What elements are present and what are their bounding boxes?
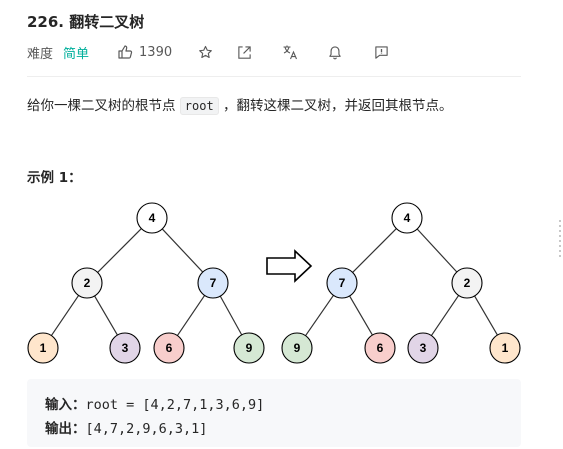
scrollbar-grip[interactable] <box>559 220 561 260</box>
translate-button[interactable] <box>282 44 298 60</box>
difficulty-label: 难度 <box>27 46 54 62</box>
problem-description: 给你一棵二叉树的根节点 root ，翻转这棵二叉树，并返回其根节点。 <box>27 94 453 115</box>
left-tree-edge <box>176 295 206 336</box>
right-tree-node-label: 3 <box>420 341 427 355</box>
tree-edges <box>50 228 498 337</box>
left-tree-node-label: 3 <box>122 341 129 355</box>
like-button[interactable]: 1390 <box>117 44 172 60</box>
star-icon <box>199 45 212 58</box>
left-tree-node-label: 1 <box>40 341 47 355</box>
right-tree-edge <box>352 228 397 273</box>
translate-icon <box>283 45 298 60</box>
left-tree-node-label: 4 <box>149 211 156 225</box>
example-output-line: 输出：[4,7,2,9,6,3,1] <box>45 417 207 437</box>
description-text: 给你一棵二叉树的根节点 <box>27 98 176 114</box>
left-tree-edge <box>94 295 118 336</box>
feedback-button[interactable] <box>374 45 389 60</box>
difficulty-badge: 简单 <box>63 46 90 62</box>
right-tree-edge <box>430 295 460 336</box>
right-tree-node-2 <box>451 267 483 299</box>
left-tree-node-6 <box>153 332 185 364</box>
like-count: 1390 <box>139 44 173 60</box>
left-tree-node-9 <box>233 332 265 364</box>
right-tree-edge <box>349 295 373 336</box>
right-tree-node-label: 9 <box>294 341 301 355</box>
right-tree-edge <box>305 294 334 337</box>
output-value: [4,7,2,9,6,3,1] <box>85 421 208 437</box>
left-tree-node-1 <box>27 332 59 364</box>
example-title: 示例 1： <box>27 170 82 186</box>
right-tree-node-1 <box>489 332 521 364</box>
tree-nodes: 4 2 7 1 3 6 9 4 7 2 9 6 3 1 <box>27 202 521 364</box>
left-tree-node-label: 9 <box>246 341 253 355</box>
bell-icon <box>329 45 341 59</box>
right-tree-node-3 <box>407 332 439 364</box>
right-tree-node-label: 1 <box>502 341 509 355</box>
left-tree-node-label: 7 <box>210 276 217 290</box>
right-tree-edge <box>474 295 498 336</box>
divider <box>27 76 521 77</box>
inline-code-root: root <box>179 97 219 115</box>
right-tree-edge <box>416 228 458 273</box>
favorite-button[interactable] <box>198 45 213 60</box>
left-tree-node-label: 2 <box>84 276 91 290</box>
output-label: 输出： <box>45 421 86 437</box>
left-tree-edge <box>219 295 243 336</box>
left-tree-node-3 <box>109 332 141 364</box>
right-tree-node-9 <box>281 332 313 364</box>
right-tree-node-6 <box>364 332 396 364</box>
description-text-rest: ，翻转这棵二叉树，并返回其根节点。 <box>223 98 453 114</box>
left-tree-edge <box>97 228 142 273</box>
right-tree-node-7 <box>326 267 358 299</box>
example-input-line: 输入：root = [4,2,7,1,3,6,9] <box>45 393 264 413</box>
right-tree-node-label: 6 <box>377 341 384 355</box>
input-value: root = [4,2,7,1,3,6,9] <box>85 397 265 413</box>
right-tree-node-label: 2 <box>464 276 471 290</box>
left-tree-edge <box>50 295 80 336</box>
left-tree-edge <box>161 228 204 273</box>
example-code-block: 输入：root = [4,2,7,1,3,6,9] 输出：[4,7,2,9,6,… <box>27 379 521 447</box>
right-tree-node-4 <box>391 202 423 234</box>
subscribe-button[interactable] <box>328 45 342 60</box>
share-button[interactable] <box>237 45 252 60</box>
share-icon <box>238 45 251 59</box>
right-tree-node-label: 7 <box>339 276 346 290</box>
left-tree-node-7 <box>197 267 229 299</box>
problem-meta: 难度 简单 1390 <box>27 42 389 62</box>
input-label: 输入： <box>45 397 86 413</box>
thumbs-up-icon <box>118 45 133 59</box>
left-tree-node-4 <box>136 202 168 234</box>
problem-title: 226. 翻转二叉树 <box>27 13 145 31</box>
left-tree-node-2 <box>71 267 103 299</box>
tree-diagram: 4 2 7 1 3 6 9 4 7 2 9 6 3 1 <box>27 202 521 364</box>
feedback-icon <box>375 45 388 59</box>
left-tree-node-label: 6 <box>166 341 173 355</box>
flip-arrow-icon <box>266 249 313 283</box>
right-tree-node-label: 4 <box>404 211 411 225</box>
